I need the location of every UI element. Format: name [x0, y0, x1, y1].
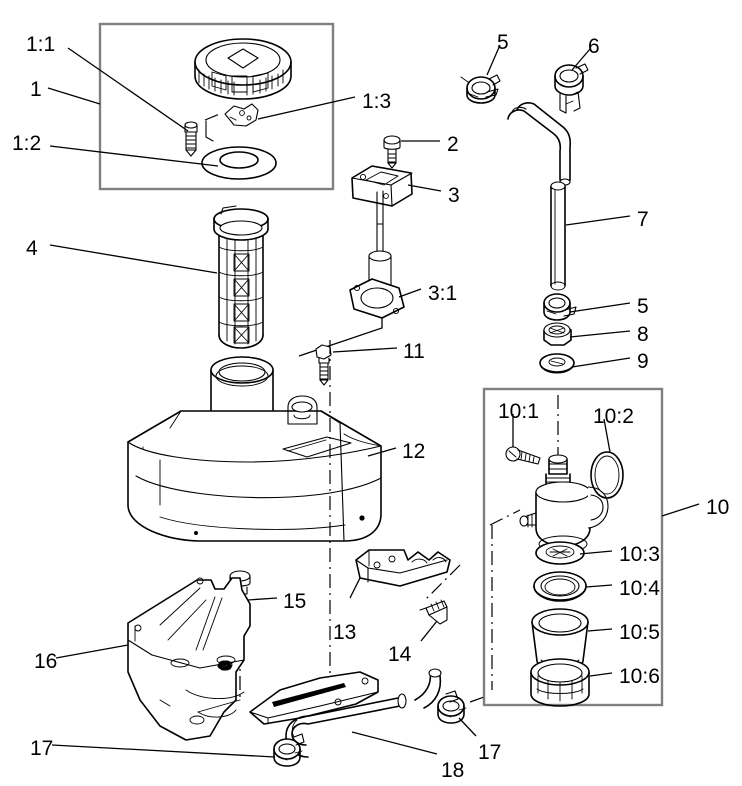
callout-4: 4 — [26, 237, 38, 260]
callout-10-2: 10:2 — [593, 405, 634, 428]
part-hose-clip — [554, 63, 589, 114]
part-fuel-filter-screen — [213, 205, 269, 349]
part-base-plate-arm — [249, 671, 379, 725]
callout-9: 9 — [637, 350, 649, 373]
callout-5-lower: 5 — [637, 295, 649, 318]
callout-10-5: 10:5 — [619, 621, 660, 644]
part-cap-gasket — [201, 146, 277, 180]
callout-10: 10 — [706, 496, 730, 519]
callout-17-left: 17 — [30, 737, 54, 760]
callout-10-4: 10:4 — [619, 577, 660, 600]
part-petcock-screen — [535, 541, 585, 565]
callout-1-1: 1:1 — [26, 33, 56, 56]
callout-11: 11 — [403, 340, 425, 363]
part-hose-clamp-17a — [273, 733, 305, 767]
callout-2: 2 — [447, 133, 459, 156]
part-petcock-o-ring — [590, 451, 624, 499]
part-flat-washer — [539, 353, 575, 374]
callout-13: 13 — [333, 621, 357, 644]
part-pump-gasket-flange — [298, 278, 405, 357]
part-cap-retainer — [204, 103, 259, 142]
callout-18: 18 — [441, 759, 465, 782]
part-petcock-screw — [505, 446, 541, 465]
callout-10-3: 10:3 — [619, 543, 660, 566]
part-screw-pump — [383, 135, 401, 169]
callout-17-right: 17 — [478, 741, 502, 764]
part-fuel-tank — [127, 356, 382, 542]
part-flange-bolt-14 — [419, 564, 461, 642]
part-fuel-cap — [194, 38, 292, 100]
callout-1-3: 1:3 — [362, 90, 392, 113]
part-fuel-pump-plate — [351, 165, 413, 292]
fuel-cap-detail-box — [98, 22, 335, 191]
callout-16: 16 — [34, 650, 58, 673]
callout-15: 15 — [283, 590, 307, 613]
callout-12: 12 — [402, 440, 426, 463]
part-cap-screw — [184, 121, 198, 157]
callout-1-2: 1:2 — [12, 132, 42, 155]
leader-lines — [47, 44, 700, 758]
part-bracket — [349, 549, 451, 599]
part-flange-bolt-11 — [315, 340, 332, 700]
callout-7: 7 — [637, 208, 649, 231]
callout-10-1: 10:1 — [498, 400, 539, 423]
callout-14: 14 — [388, 643, 412, 666]
callout-8: 8 — [637, 323, 649, 346]
part-hose-clamp-lower — [543, 293, 577, 321]
part-petcock-bowl — [531, 608, 589, 671]
part-fuel-hose — [507, 102, 572, 291]
callout-1: 1 — [30, 78, 42, 101]
part-petcock-nut-ring — [530, 658, 590, 707]
part-petcock-seal — [533, 571, 587, 602]
callout-3-1: 3:1 — [428, 282, 458, 305]
part-hose-clamp-upper — [460, 74, 501, 104]
callout-5-upper: 5 — [497, 31, 509, 54]
callout-6: 6 — [588, 35, 600, 58]
callout-3: 3 — [448, 184, 460, 207]
callout-10-6: 10:6 — [619, 665, 660, 688]
part-lock-nut — [543, 322, 572, 346]
part-hose-clamp-17b — [437, 690, 485, 724]
part-tank-base-plate — [127, 577, 251, 741]
